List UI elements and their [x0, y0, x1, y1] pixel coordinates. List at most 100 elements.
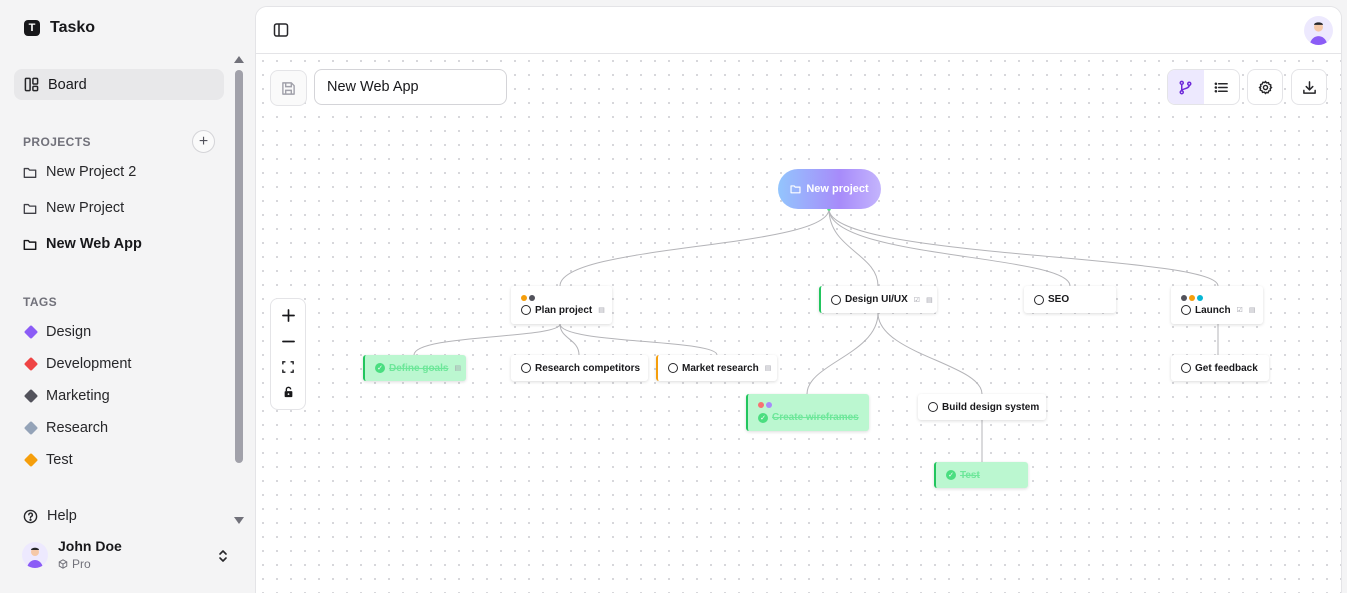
- user-name: John Doe: [58, 538, 122, 554]
- checklist-icon: ☑: [1236, 307, 1243, 314]
- sidebar-item-tag[interactable]: Research: [23, 420, 108, 436]
- node-label: Design UI/UX: [845, 294, 908, 305]
- scrollbar-thumb[interactable]: [235, 70, 243, 463]
- sidebar-item-board[interactable]: Board: [14, 69, 224, 100]
- node-label: Build design system: [942, 401, 1040, 413]
- mindmap-canvas[interactable]: New project Plan project▤ Design UI/UX☑▤…: [256, 54, 1341, 593]
- avatar[interactable]: [1304, 16, 1333, 45]
- tags-heading: TAGS: [23, 295, 58, 309]
- settings-button[interactable]: [1247, 69, 1283, 105]
- mindmap-node[interactable]: Market research ▤: [656, 355, 777, 381]
- task-checkbox[interactable]: [831, 294, 841, 305]
- user-profile[interactable]: John Doe Pro: [22, 538, 122, 571]
- tag-label: Marketing: [46, 388, 110, 404]
- sidebar-item-project-active[interactable]: New Web App: [23, 236, 142, 252]
- help-icon: [23, 509, 38, 523]
- download-icon: [1302, 80, 1316, 94]
- task-checkbox[interactable]: [928, 402, 938, 412]
- task-checkbox[interactable]: [521, 363, 531, 373]
- tag-color-icon: [23, 324, 39, 340]
- mindmap-node[interactable]: Launch☑▤: [1171, 286, 1263, 324]
- mindmap-node-completed[interactable]: ✓Define goals▤: [363, 355, 466, 381]
- mindmap-root-node[interactable]: New project: [778, 169, 881, 209]
- project-title-input[interactable]: [314, 69, 507, 105]
- comment-icon: ▤: [454, 365, 462, 372]
- fit-view-button[interactable]: [270, 354, 306, 380]
- main-panel: New project Plan project▤ Design UI/UX☑▤…: [255, 6, 1342, 593]
- mindmap-node[interactable]: Research competitors: [511, 355, 648, 381]
- tag-label: Test: [46, 452, 73, 468]
- task-checkbox[interactable]: [668, 363, 678, 373]
- tag-color-icon: [23, 452, 39, 468]
- avatar: [22, 541, 48, 568]
- sidebar-item-label: Board: [48, 76, 87, 93]
- task-checkbox[interactable]: [521, 305, 531, 315]
- mindmap-node[interactable]: Plan project ▤: [511, 286, 612, 324]
- zoom-in-button[interactable]: [270, 303, 306, 329]
- tag-color-icon: [23, 388, 39, 404]
- check-icon[interactable]: ✓: [375, 363, 385, 373]
- task-checkbox[interactable]: [1181, 363, 1191, 373]
- node-label: Market research: [682, 362, 759, 374]
- save-button[interactable]: [270, 70, 307, 106]
- settings-icon: [1258, 80, 1272, 94]
- node-label: Plan project: [535, 304, 593, 316]
- folder-icon: [790, 185, 801, 194]
- tag-color-icon: [23, 420, 39, 436]
- mindmap-view-button[interactable]: [1168, 70, 1204, 104]
- mindmap-node-completed[interactable]: ✓ Create wireframes: [746, 394, 869, 431]
- sidebar-item-project[interactable]: New Project: [23, 200, 124, 216]
- lock-button[interactable]: [270, 380, 306, 406]
- mindmap-node[interactable]: SEO: [1024, 286, 1116, 313]
- project-label: New Project: [46, 200, 125, 216]
- help-label: Help: [47, 508, 77, 524]
- download-button[interactable]: [1291, 69, 1327, 105]
- mindmap-node-completed[interactable]: ✓ Test: [934, 462, 1028, 488]
- scroll-up-arrow-icon[interactable]: [234, 56, 244, 63]
- list-view-button[interactable]: [1204, 70, 1240, 104]
- comment-icon: ▤: [764, 365, 772, 372]
- sidebar-item-tag[interactable]: Development: [23, 356, 131, 372]
- comment-icon: ▤: [598, 307, 605, 314]
- node-label: Test: [960, 469, 980, 481]
- add-project-button[interactable]: +: [192, 130, 215, 153]
- check-icon[interactable]: ✓: [758, 412, 768, 423]
- mindmap-node[interactable]: Get feedback: [1171, 355, 1269, 381]
- node-label: Launch: [1195, 304, 1231, 316]
- node-label: Research competitors: [535, 362, 641, 374]
- sidebar-item-tag[interactable]: Design: [23, 324, 91, 340]
- user-plan: Pro: [58, 557, 122, 571]
- tag-color-icon: [23, 356, 39, 372]
- node-label: Create wireframes: [772, 412, 859, 423]
- tag-label: Research: [46, 420, 109, 436]
- zoom-out-button[interactable]: [270, 329, 306, 355]
- toggle-sidebar-icon[interactable]: [273, 22, 289, 38]
- folder-icon: [23, 239, 37, 250]
- mindmap-node[interactable]: Build design system: [918, 394, 1046, 420]
- top-bar: [256, 7, 1341, 54]
- tag-label: Design: [46, 324, 92, 340]
- lock-icon: [284, 386, 292, 398]
- projects-heading: PROJECTS: [23, 135, 91, 149]
- scroll-down-arrow-icon[interactable]: [234, 517, 244, 524]
- plan-box-icon: [58, 559, 68, 569]
- zoom-out-icon: [281, 340, 295, 343]
- sidebar-item-tag[interactable]: Test: [23, 452, 73, 468]
- task-checkbox[interactable]: [1034, 294, 1044, 305]
- app-name: Tasko: [50, 19, 96, 36]
- sidebar-scrollbar[interactable]: [234, 56, 244, 524]
- check-icon[interactable]: ✓: [946, 470, 956, 480]
- brand[interactable]: T Tasko: [24, 19, 95, 37]
- task-checkbox[interactable]: [1181, 305, 1191, 315]
- list-view-icon: [1214, 81, 1228, 93]
- sidebar-item-tag[interactable]: Marketing: [23, 388, 110, 404]
- mindmap-view-icon: [1179, 80, 1192, 94]
- plus-icon: +: [198, 132, 209, 150]
- chevron-up-down-icon[interactable]: [216, 548, 230, 564]
- sidebar-item-project[interactable]: New Project 2: [23, 164, 136, 180]
- board-icon: [24, 77, 39, 92]
- fit-view-icon: [282, 360, 294, 373]
- root-label: New project: [806, 183, 869, 195]
- help-link[interactable]: Help: [23, 508, 77, 524]
- mindmap-node[interactable]: Design UI/UX☑▤: [819, 286, 937, 313]
